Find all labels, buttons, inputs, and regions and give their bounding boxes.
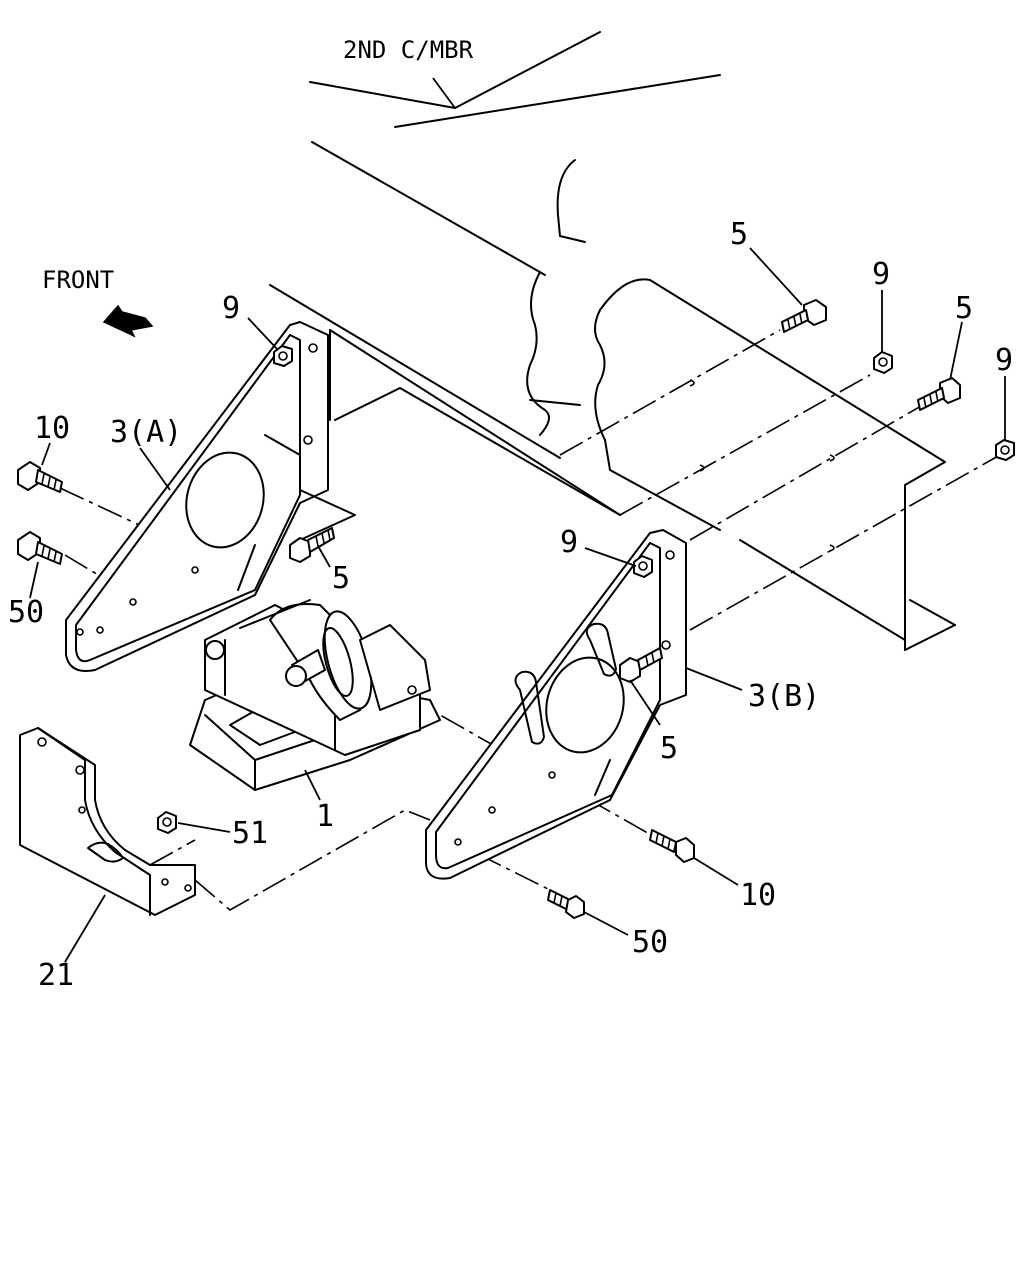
label-part-5-bracket-b: 5 (660, 731, 678, 766)
crossmember (269, 31, 956, 651)
bolt-5-top (781, 299, 827, 333)
label-part-3a: 3(A) (110, 415, 182, 450)
label-part-9-bracket-b: 9 (560, 525, 578, 560)
label-front: FRONT (42, 266, 114, 294)
bolt-10-right (649, 829, 695, 863)
front-arrow-icon (102, 304, 154, 338)
bolt-5-right (917, 377, 961, 411)
bracket-3a (65, 321, 356, 672)
fasteners (17, 299, 1015, 919)
bolt-5-bracket-b (619, 647, 663, 683)
label-crossmember: 2ND C/MBR (343, 36, 474, 64)
nut-51 (157, 811, 177, 834)
bolt-10-left (17, 461, 63, 493)
label-part-9-left: 9 (222, 291, 240, 326)
labels: 2ND C/MBR FRONT 9 3(A) 10 50 5 5 9 5 9 9… (8, 36, 1013, 993)
label-part-10-left: 10 (34, 411, 70, 446)
label-part-50-left: 50 (8, 595, 44, 630)
nut-9-top-a (873, 351, 893, 374)
label-part-21: 21 (38, 958, 74, 993)
label-part-50-right: 50 (632, 925, 668, 960)
nut-9-far-right (995, 439, 1015, 461)
label-part-5-top: 5 (730, 217, 748, 252)
nut-9-left (273, 345, 293, 367)
label-part-5-right: 5 (955, 291, 973, 326)
cover-plate-21 (19, 727, 196, 916)
leader-lines (29, 77, 1006, 963)
label-part-1: 1 (316, 799, 334, 834)
bolt-5-left (289, 527, 335, 563)
label-part-51: 51 (232, 816, 268, 851)
nut-9-bracket-b (633, 555, 653, 578)
bolt-50-left (17, 531, 63, 565)
label-part-5-left: 5 (332, 561, 350, 596)
bolt-50-right (547, 889, 585, 919)
label-part-10-right: 10 (740, 878, 776, 913)
label-part-9-top: 9 (872, 257, 890, 292)
mount-assembly (189, 599, 441, 791)
label-part-3b: 3(B) (748, 679, 820, 714)
label-part-9-far-right: 9 (995, 343, 1013, 378)
